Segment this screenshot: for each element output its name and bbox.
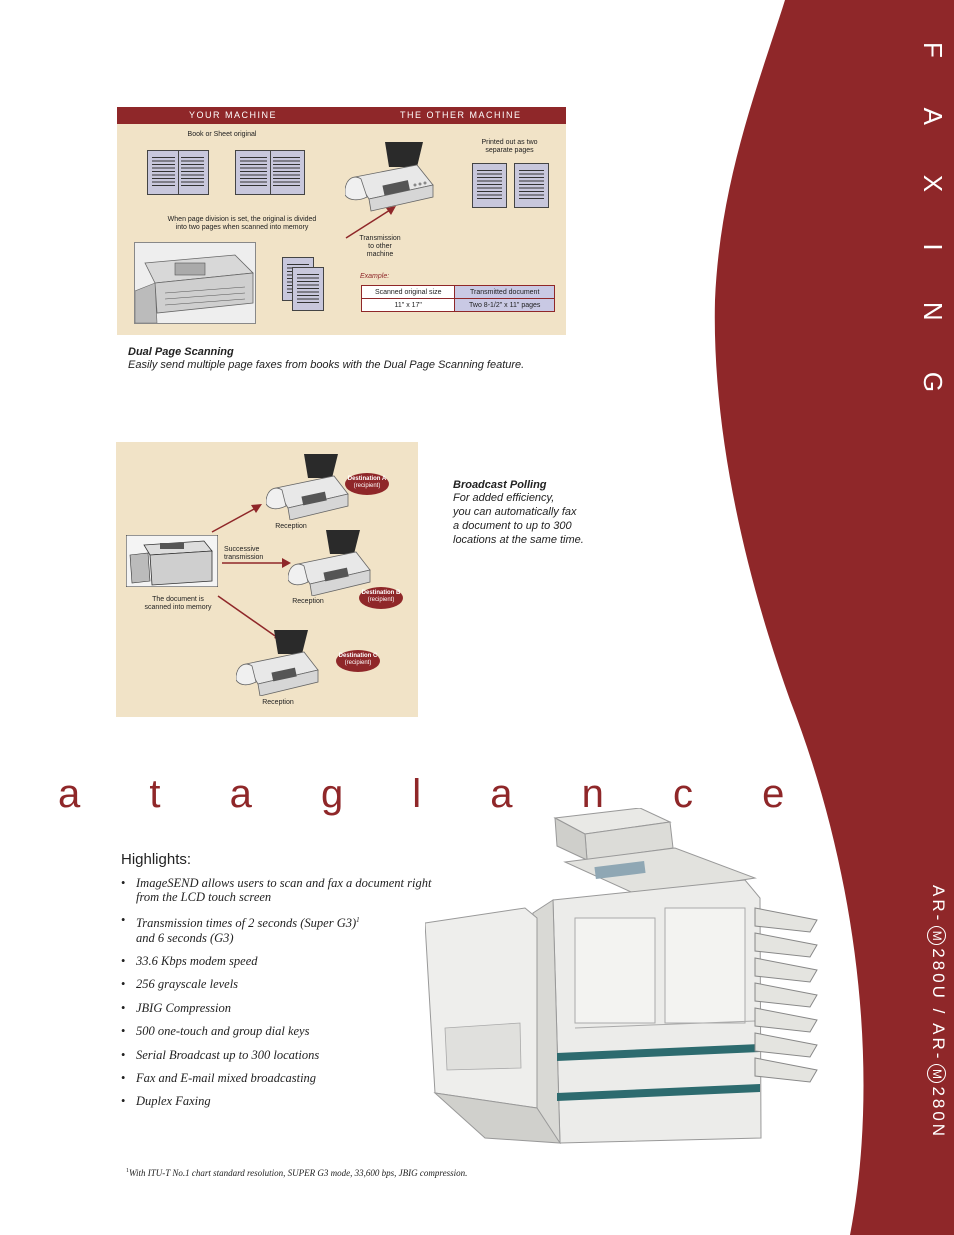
memory-line1: The document is: [152, 596, 204, 603]
caption-body: Easily send multiple page faxes from boo…: [128, 359, 525, 371]
example-table: Scanned original size Transmitted docume…: [360, 285, 555, 312]
transmission-line1: Transmission: [359, 235, 401, 242]
destination-a-label: Destination A: [347, 476, 387, 482]
printed-label: Printed out as two separate pages: [462, 139, 557, 155]
printed-line2: separate pages: [485, 147, 534, 154]
fax-machine-a-image: [266, 454, 349, 520]
footnote-mark: 1: [126, 1168, 129, 1174]
broadcast-caption: Broadcast Polling For added efficiency, …: [453, 479, 653, 547]
diagram-header: YOUR MACHINE THE OTHER MACHINE: [117, 107, 566, 124]
recipient-label: (recipient): [344, 660, 372, 666]
fax-machine-b-image: [288, 530, 371, 596]
model-prefix: AR-: [929, 885, 948, 924]
highlight-item-cont: and 6 seconds (G3): [136, 930, 234, 945]
source-copier-image: [126, 535, 218, 587]
memory-label: The document is scanned into memory: [138, 596, 218, 612]
successive-label: Successive transmission: [224, 546, 274, 562]
highlight-item: Serial Broadcast up to 300 locations: [121, 1048, 441, 1062]
destination-c-badge: Destination C(recipient): [336, 650, 380, 672]
section-title-vertical: F A X I N G: [918, 42, 948, 415]
division-note-line2: into two pages when scanned into memory: [175, 224, 309, 231]
table-header-scanned: Scanned original size: [360, 285, 456, 299]
broadcast-caption-line2: you can automatically fax: [453, 506, 577, 518]
dual-scan-caption: Dual Page Scanning Easily send multiple …: [128, 346, 608, 372]
glance-heading: a t a g l a n c e: [58, 772, 814, 816]
successive-line2: transmission: [224, 554, 264, 561]
highlights-list: ImageSEND allows users to scan and fax a…: [121, 876, 441, 1118]
broadcast-caption-title: Broadcast Polling: [453, 479, 547, 491]
m-logo-icon: M: [927, 926, 946, 946]
reception-c-label: Reception: [262, 699, 294, 706]
broadcast-caption-line1: For added efficiency,: [453, 492, 555, 504]
fax-machine-image: [345, 142, 434, 212]
broadcast-caption-line4: locations at the same time.: [453, 534, 584, 546]
highlights-title: Highlights:: [121, 851, 192, 868]
highlight-item: Fax and E-mail mixed broadcasting: [121, 1071, 441, 1085]
division-note-line1: When page division is set, the original …: [167, 216, 317, 223]
copier-product-image: [425, 808, 818, 1144]
highlight-item: 500 one-touch and group dial keys: [121, 1024, 441, 1038]
caption-title: Dual Page Scanning: [128, 346, 234, 358]
m-logo-icon: M: [927, 1064, 946, 1084]
scanned-page-2-icon: [292, 267, 324, 311]
broadcast-arrows: [211, 504, 291, 642]
transmission-label: Transmission to other machine: [350, 235, 410, 259]
destination-c-label: Destination C: [338, 653, 378, 659]
transmission-arrow: [345, 206, 396, 239]
header-other-machine: THE OTHER MACHINE: [400, 110, 522, 120]
table-cell-transmitted: Two 8-1/2" x 11" pages: [454, 298, 555, 312]
table-header-transmitted: Transmitted document: [454, 285, 555, 299]
broadcast-caption-line3: a document to up to 300: [453, 520, 572, 532]
table-cell-scanned: 11" x 17": [360, 298, 456, 312]
printed-page-1-icon: [472, 163, 507, 208]
book-label: Book or Sheet original: [187, 131, 257, 138]
printed-line1: Printed out as two: [481, 139, 538, 146]
highlight-item: Transmission times of 2 seconds (Super G…: [121, 913, 441, 944]
dual-scan-diagram: YOUR MACHINE THE OTHER MACHINE Book or S…: [117, 107, 566, 335]
fax-machine-c-image: [236, 630, 319, 696]
highlight-item-text: Transmission times of 2 seconds (Super G…: [136, 916, 357, 931]
transmission-line3: machine: [366, 251, 394, 258]
highlight-item: 33.6 Kbps modem speed: [121, 954, 441, 968]
transmission-line2: to other: [368, 243, 392, 250]
header-your-machine: YOUR MACHINE: [189, 110, 278, 120]
highlight-item: JBIG Compression: [121, 1001, 441, 1015]
reception-a-label: Reception: [275, 523, 307, 530]
destination-b-label: Destination B: [361, 590, 401, 596]
recipient-label: (recipient): [353, 483, 381, 489]
successive-line1: Successive: [224, 546, 260, 553]
model-text-2: 280N: [929, 1086, 948, 1140]
division-note: When page division is set, the original …: [127, 216, 357, 232]
highlight-item: Duplex Faxing: [121, 1094, 441, 1108]
highlight-item: ImageSEND allows users to scan and fax a…: [121, 876, 441, 904]
destination-a-badge: Destination A(recipient): [345, 473, 389, 495]
printed-page-2-icon: [514, 163, 549, 208]
footnote-text: With ITU-T No.1 chart standard resolutio…: [129, 1168, 468, 1178]
model-name-vertical: AR- M 280U / AR- M 280N: [927, 885, 948, 1139]
sheet-original-icon: [235, 150, 305, 195]
footnote-ref: 1: [356, 916, 360, 925]
example-label: Example:: [360, 273, 390, 280]
highlight-item: 256 grayscale levels: [121, 977, 441, 991]
model-text-1: 280U / AR-: [929, 948, 948, 1062]
recipient-label: (recipient): [367, 597, 395, 603]
destination-b-badge: Destination B(recipient): [359, 587, 403, 609]
copier-scanner-image: [134, 242, 256, 324]
broadcast-diagram: The document is scanned into memory Succ…: [116, 442, 418, 717]
reception-b-label: Reception: [292, 598, 324, 605]
memory-line2: scanned into memory: [144, 604, 212, 611]
footnote: 1With ITU-T No.1 chart standard resoluti…: [126, 1168, 467, 1178]
book-original-icon: [147, 150, 209, 195]
